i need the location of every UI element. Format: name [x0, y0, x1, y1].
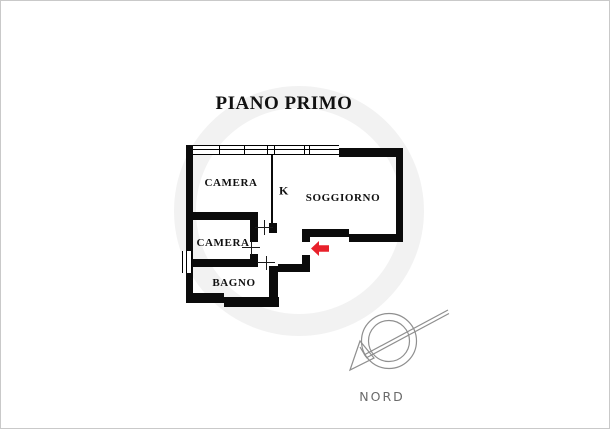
wall-soggiorno-bottom-left: [302, 229, 349, 237]
door-symbol: [264, 220, 265, 235]
window-top: [192, 145, 339, 155]
wall-camera-divider: [186, 212, 258, 220]
window-mullion: [267, 145, 268, 155]
wall-kitchen-partition-end: [269, 223, 277, 233]
wall-entry-bottom: [302, 255, 310, 272]
door-symbol: [251, 241, 252, 255]
compass-arrowhead: [348, 339, 375, 372]
wall-kitchen-partition: [271, 155, 273, 223]
wall-hall-south: [278, 264, 309, 272]
room-label-camera-top: CAMERA: [204, 177, 258, 189]
compass-needle-tick: [359, 346, 367, 358]
window-mullion: [304, 145, 305, 155]
room-label-camera-bottom: CAMERA: [196, 237, 250, 249]
compass-icon: [348, 309, 450, 372]
wall-right: [396, 148, 403, 242]
wall-top-solid: [339, 148, 403, 157]
compass-label: NORD: [359, 389, 405, 404]
compass-needle-line: [365, 312, 450, 359]
window-left: [182, 251, 192, 273]
room-label-kitchen: K: [279, 183, 289, 198]
window-mullion: [244, 145, 245, 155]
wall-entry-top: [302, 229, 310, 242]
room-label-bagno: BAGNO: [212, 277, 256, 289]
window-mullion: [309, 145, 310, 155]
wall-bagno-top: [186, 259, 254, 267]
wall-bottom-right: [224, 297, 279, 307]
window-mullion: [274, 145, 275, 155]
window-mullion: [219, 145, 220, 155]
wall-bagno-right: [269, 266, 278, 299]
wall-left: [186, 145, 193, 303]
compass-needle-line: [363, 309, 449, 356]
compass-inner-circle: [367, 319, 411, 363]
wall-camera2-right-lower: [250, 254, 258, 267]
compass-outer-circle: [360, 312, 418, 370]
wall-bottom-left: [186, 293, 224, 303]
wall-soggiorno-bottom-right: [349, 234, 403, 242]
wall-camera2-right-upper: [250, 212, 258, 242]
watermark: [174, 86, 424, 336]
entrance-arrow-icon: [311, 241, 329, 256]
plan-title: PIANO PRIMO: [215, 93, 353, 114]
room-label-soggiorno: SOGGIORNO: [305, 192, 381, 204]
door-symbol: [266, 256, 267, 270]
